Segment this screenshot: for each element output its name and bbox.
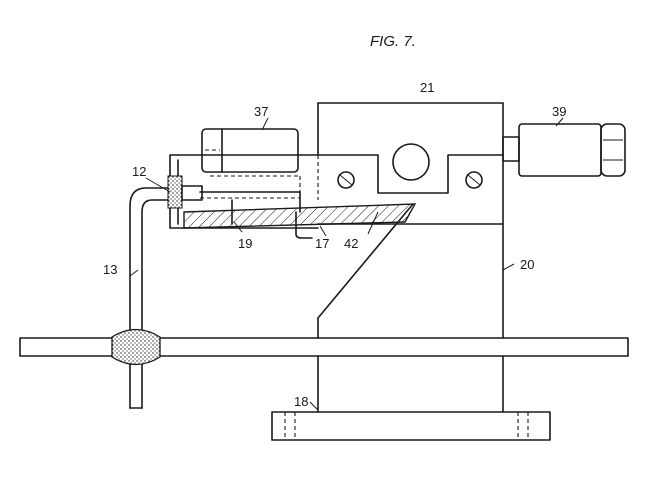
electrode-12 <box>167 175 203 209</box>
label-42: 42 <box>344 236 358 251</box>
adjuster-39 <box>502 123 626 177</box>
label-20: 20 <box>520 257 534 272</box>
upper-block-21 <box>317 102 504 194</box>
wire-19 <box>199 191 313 239</box>
label-39: 39 <box>552 104 566 119</box>
blade-42 <box>183 203 417 229</box>
table-plate <box>19 337 629 357</box>
base-plate-18 <box>271 411 551 441</box>
label-37: 37 <box>254 104 268 119</box>
label-21: 21 <box>420 80 434 95</box>
cable-13 <box>129 187 169 409</box>
bore-hole <box>392 143 430 181</box>
screw-left-icon <box>337 171 355 189</box>
label-12: 12 <box>132 164 146 179</box>
column-support <box>317 355 504 413</box>
label-19: 19 <box>238 236 252 251</box>
leader-lines <box>129 117 564 411</box>
grommet <box>111 328 161 366</box>
screw-right-icon <box>465 171 483 189</box>
label-13: 13 <box>103 262 117 277</box>
label-17: 17 <box>315 236 329 251</box>
figure-title: FIG. 7. <box>370 33 416 50</box>
adjuster-37 <box>201 128 299 173</box>
label-18: 18 <box>294 394 308 409</box>
